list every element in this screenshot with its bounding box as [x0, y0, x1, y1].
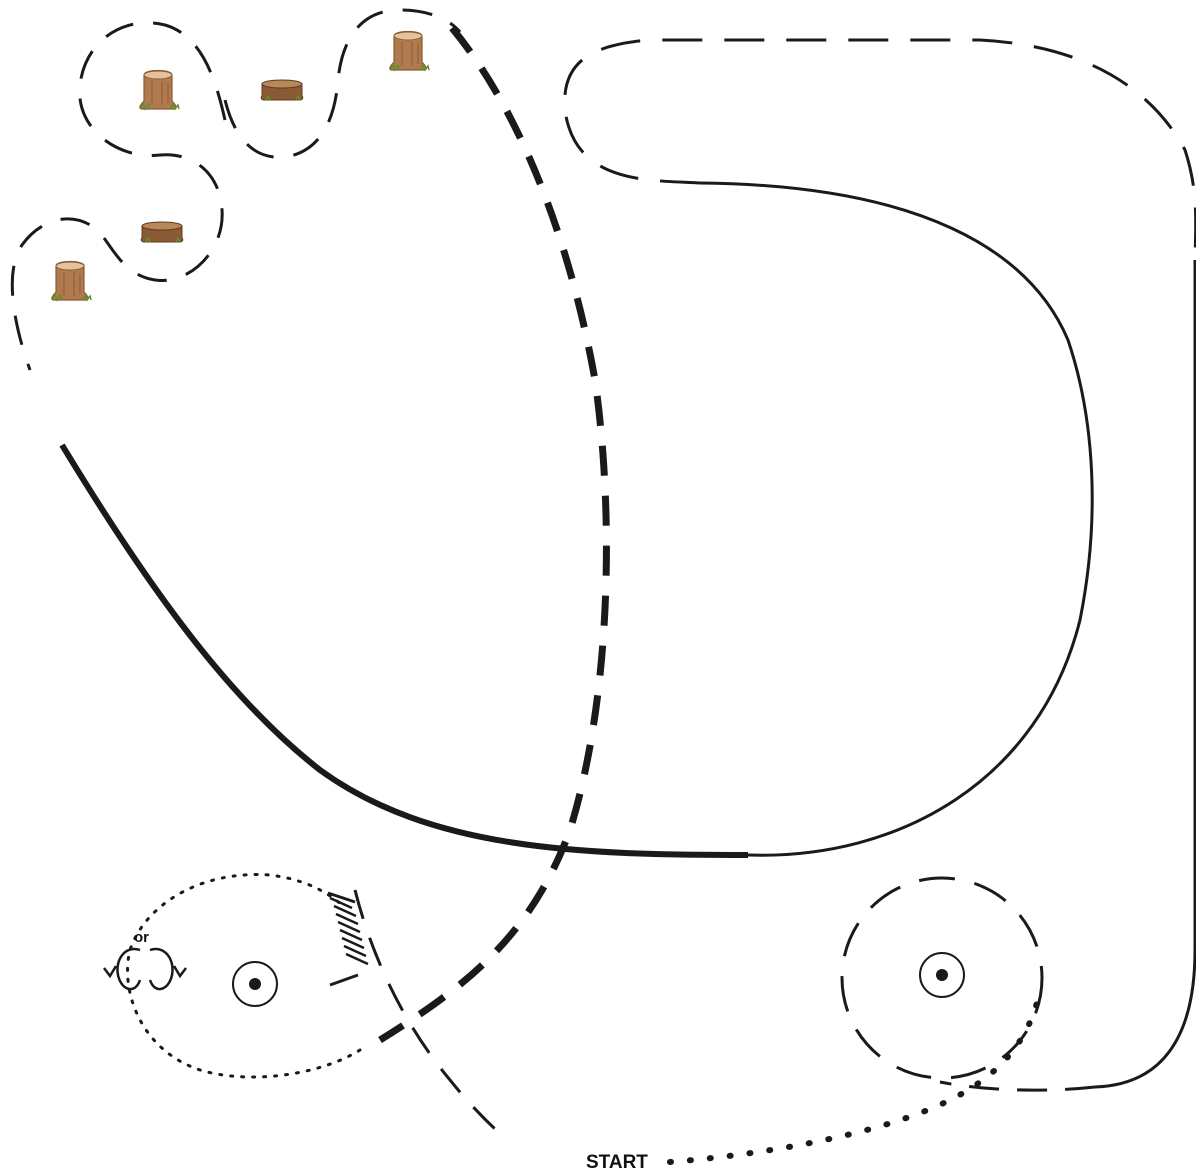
flight-path-thick-solid — [59, 443, 749, 858]
tree-stump-icon — [139, 69, 180, 110]
flight-path-lower-dashed — [353, 889, 506, 1140]
tree-stump-icon — [51, 260, 92, 301]
flight-path-right-descent — [1094, 260, 1196, 1089]
target-marker-icon — [232, 961, 278, 1007]
flight-path-bottom-right-dashed — [939, 1080, 1096, 1092]
tree-stump-icon — [389, 30, 430, 71]
right-target-circle — [840, 876, 1044, 1080]
rotate-either-direction-icon — [103, 947, 187, 991]
low-stump-icon — [260, 79, 304, 101]
stump-loop-top-middle — [223, 8, 462, 159]
low-stump-icon — [140, 221, 184, 243]
dotted-turn-path — [126, 873, 362, 1079]
or-label: or — [134, 929, 149, 946]
flight-path-bold-dashed — [378, 25, 610, 1043]
start-label: START — [586, 1152, 648, 1172]
flight-path-dashed-top-right — [563, 38, 1196, 261]
start-dotted-path — [667, 987, 1043, 1165]
target-marker-icon — [919, 952, 965, 998]
flight-path-right-loop — [699, 181, 1094, 857]
gate-marker — [327, 891, 369, 987]
stump-loop-upper-left — [10, 21, 227, 371]
